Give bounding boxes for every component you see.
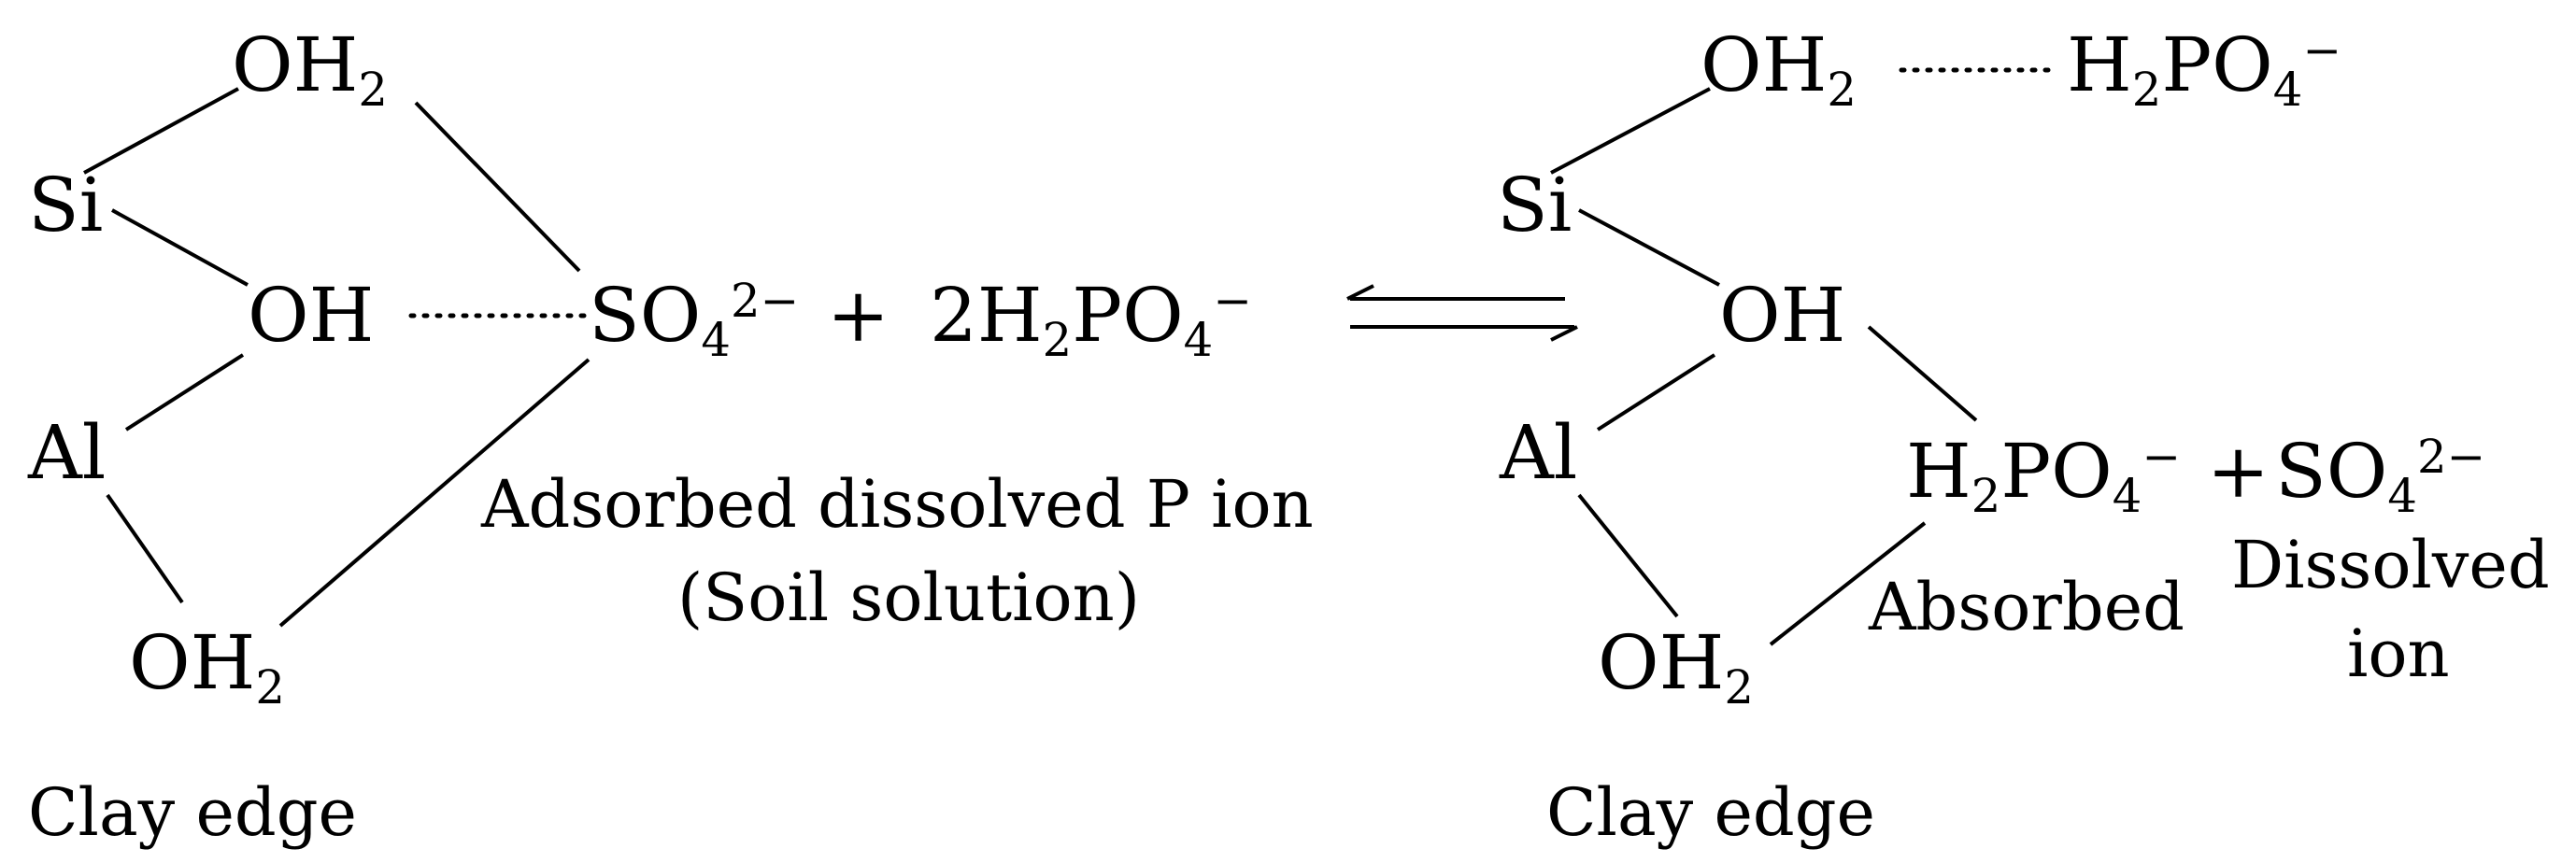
right-dissolved-label-line2: ion	[2347, 615, 2450, 692]
right-oh: OH	[1719, 272, 1846, 359]
right-dissolved-label-line1: Dissolved	[2231, 527, 2550, 603]
bond-r-oh-al	[1596, 353, 1716, 432]
left-h2po4: 2H2PO4−	[930, 272, 1252, 367]
left-si: Si	[28, 162, 104, 248]
left-caption-line1: Adsorbed dissolved P ion	[481, 466, 1314, 543]
bond-r-oh-h2po4	[1867, 325, 1978, 422]
bond-r-si-oh2-top	[1550, 87, 1711, 175]
right-oh2-top: OH2	[1701, 21, 1857, 117]
right-si: Si	[1497, 162, 1573, 248]
right-clay-edge: Clay edge	[1546, 774, 1875, 851]
right-h2po4: H2PO4−	[1906, 428, 2181, 523]
bond-si-oh	[111, 208, 249, 287]
right-so4: SO42−	[2275, 428, 2486, 523]
left-plus: +	[827, 272, 890, 359]
bond-si-oh2-top	[83, 87, 239, 175]
arrow-reverse-head	[1346, 284, 1374, 301]
right-oh2-bottom: OH2	[1598, 619, 1754, 714]
left-clay-edge: Clay edge	[28, 774, 357, 851]
bond-r-oh2-bottom-h2po4	[1769, 521, 1927, 646]
bond-r-al-oh2-bottom	[1577, 493, 1679, 618]
left-oh2-bottom: OH2	[129, 619, 285, 714]
right-h2po4-top: H2PO4−	[2067, 21, 2341, 117]
bond-al-oh2-bottom	[106, 493, 184, 604]
right-plus: +	[2207, 428, 2270, 515]
left-al: Al	[28, 409, 107, 496]
right-absorbed-label: Absorbed	[1869, 569, 2185, 645]
left-oh2-top: OH2	[232, 21, 388, 117]
bond-r-si-oh	[1578, 208, 1720, 287]
left-caption-line2: (Soil solution)	[677, 559, 1141, 636]
bond-oh2-bottom-so4	[278, 358, 591, 628]
right-al: Al	[1500, 409, 1578, 496]
bond-oh-al	[124, 353, 245, 432]
arrow-forward-head	[1550, 325, 1578, 342]
left-oh: OH	[248, 272, 375, 359]
left-so4: SO42−	[589, 272, 800, 367]
bond-oh2-top-so4	[414, 101, 581, 273]
